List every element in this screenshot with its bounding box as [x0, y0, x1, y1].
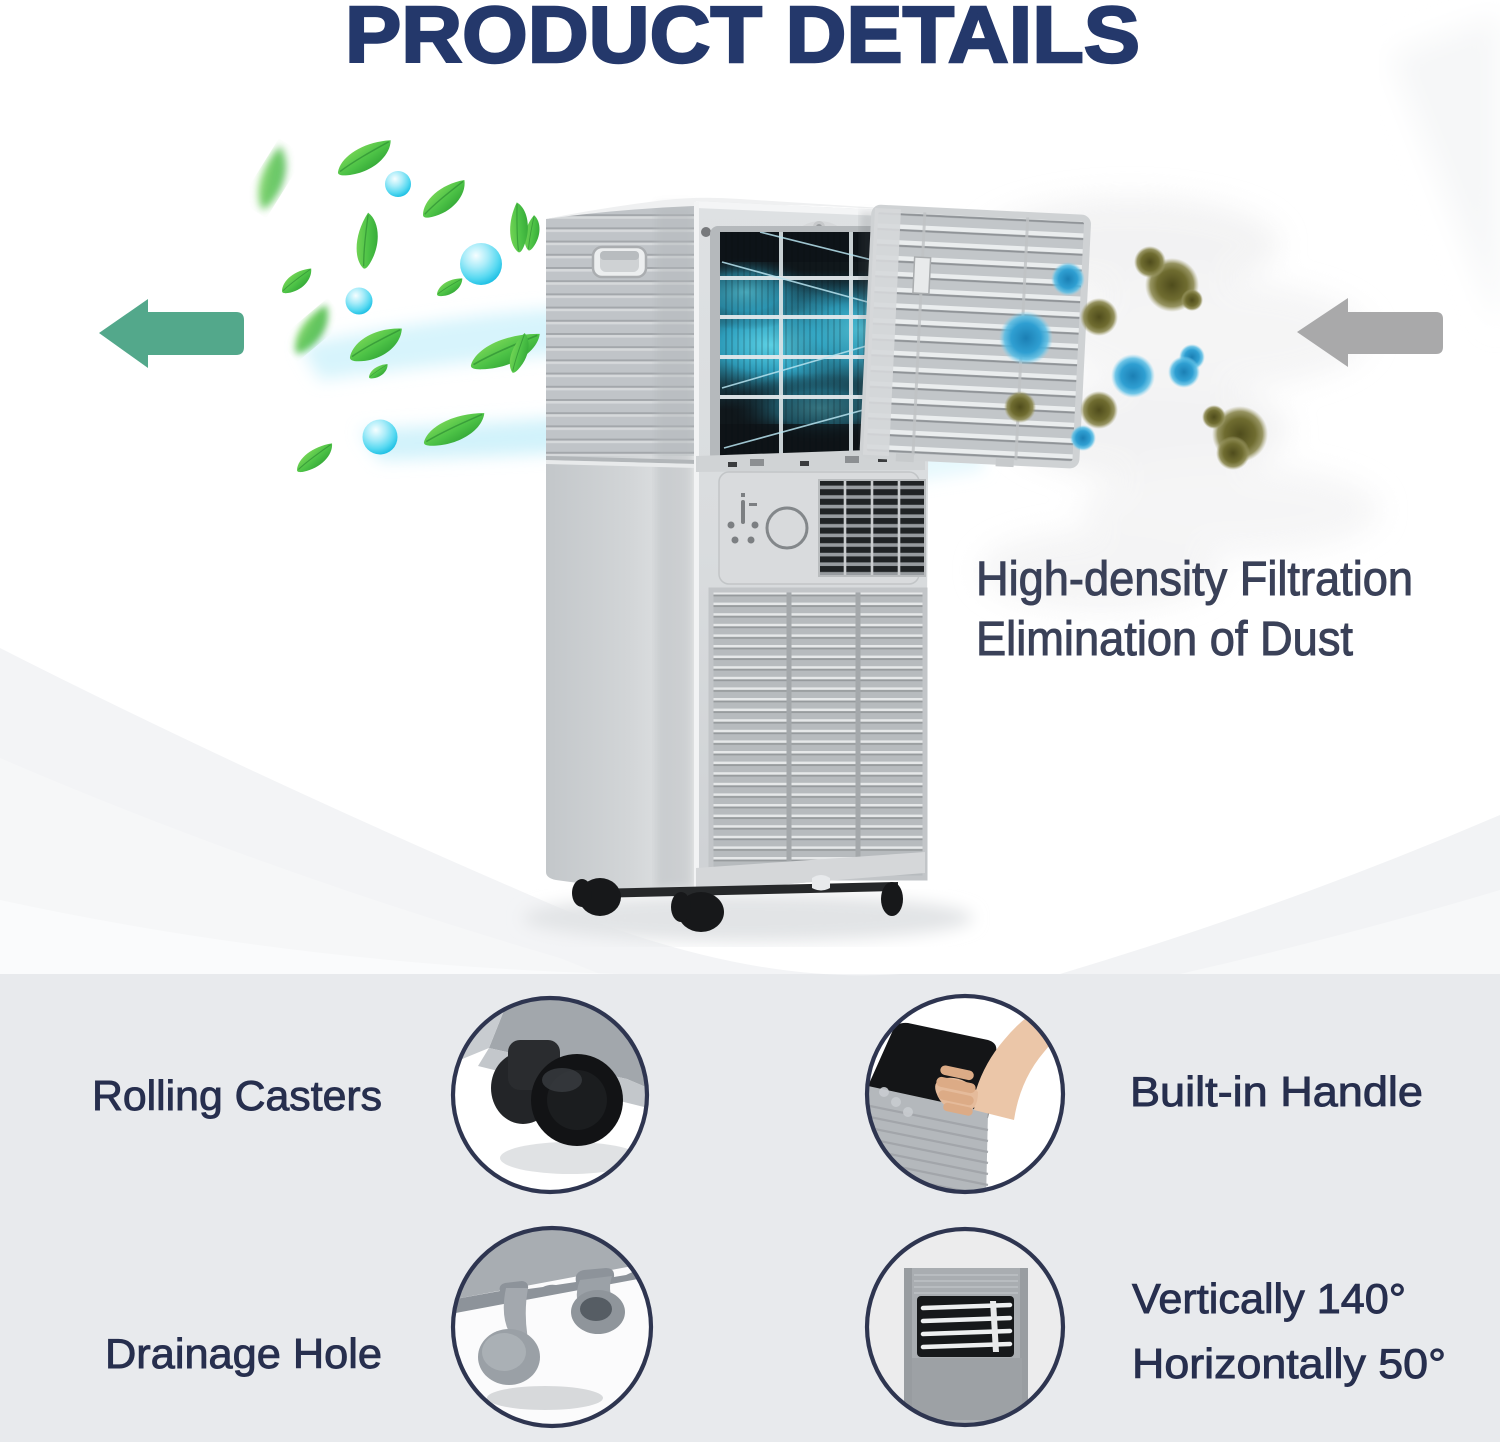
- svg-text:Horizontally 50°: Horizontally 50°: [1132, 1340, 1446, 1387]
- svg-text:Drainage Hole: Drainage Hole: [105, 1330, 382, 1377]
- svg-text:Rolling Casters: Rolling Casters: [92, 1072, 382, 1119]
- svg-text:High-density Filtration: High-density Filtration: [976, 553, 1413, 606]
- svg-text:Built-in Handle: Built-in Handle: [1130, 1068, 1423, 1115]
- svg-text:Vertically 140°: Vertically 140°: [1132, 1275, 1406, 1322]
- svg-text:PRODUCT DETAILS: PRODUCT DETAILS: [345, 0, 1140, 79]
- svg-text:Elimination of Dust: Elimination of Dust: [976, 613, 1353, 666]
